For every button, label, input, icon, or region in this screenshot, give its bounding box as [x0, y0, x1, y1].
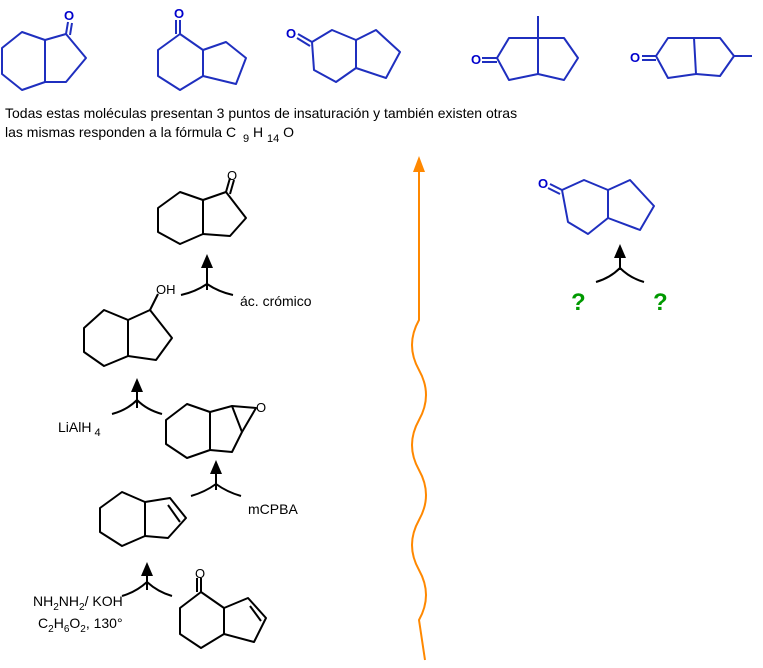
- atom-label-o: O: [64, 8, 74, 23]
- isomer-methyl-bicyclooctanone: [482, 16, 579, 81]
- caption-line-1: Todas estas moléculas presentan 3 puntos…: [5, 105, 517, 121]
- reagent-mcpba: mCPBA: [248, 501, 298, 517]
- atom-label-o: O: [195, 566, 205, 581]
- isomer-methyl-bicyclooctanone-2: [642, 37, 752, 79]
- reagent-glycol-temp: C2H6O2, 130°: [38, 615, 123, 635]
- molecule-target-hydrindan-5-one: [547, 179, 655, 235]
- molecule-hydrindanol: [83, 293, 173, 367]
- atom-label-o: O: [174, 6, 184, 21]
- atom-label-o: O: [538, 176, 548, 191]
- molecule-epoxide: [165, 403, 257, 459]
- molecule-hexahydroindene: [99, 491, 187, 547]
- atom-label-o: O: [256, 400, 266, 415]
- caption-line-2: las mismas responden a la fórmula C 9 H …: [5, 124, 294, 145]
- unknown-reagent-left: ?: [571, 289, 586, 316]
- arrowheads: [131, 254, 222, 576]
- reagent-chromic-acid: ác. crómico: [240, 293, 312, 309]
- divider-wavy-arrow: [411, 156, 427, 661]
- atom-label-oh: OH: [156, 282, 176, 297]
- reaction-arrow-unknown: [595, 244, 645, 283]
- atom-label-o: O: [471, 52, 481, 67]
- unknown-reagent-right: ?: [653, 289, 668, 316]
- atom-label-o: O: [286, 26, 296, 41]
- atom-label-o: O: [227, 168, 237, 183]
- atom-label-o: O: [630, 50, 640, 65]
- molecule-hydrindanone-product: [157, 177, 247, 245]
- isomer-hydrindan-1-one: [1, 21, 87, 91]
- molecule-starting-enone: [179, 578, 267, 649]
- reagent-hydrazine-koh: NH2NH2/ KOH: [33, 593, 123, 613]
- isomer-hydrindan-5-one: [297, 29, 401, 83]
- isomer-hydrindan-4-one: [157, 20, 247, 91]
